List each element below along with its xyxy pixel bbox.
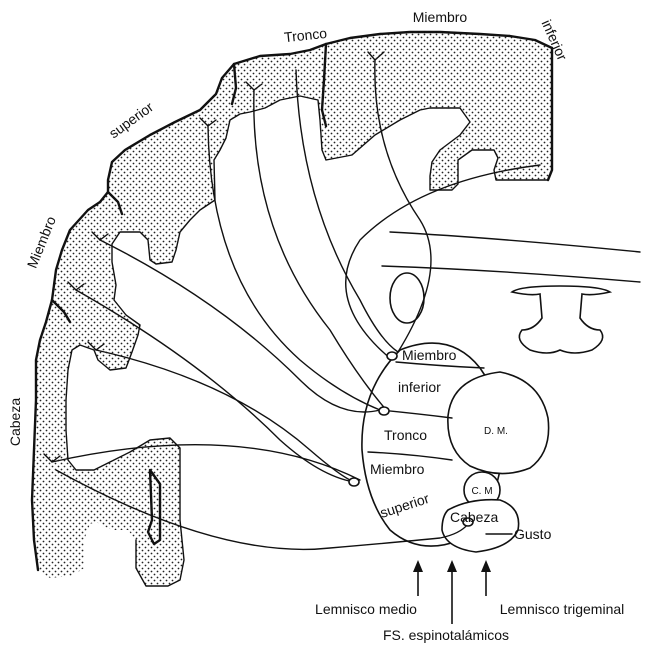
label-tronco-cortex: Tronco bbox=[283, 25, 328, 45]
corpus-callosum-lower bbox=[382, 266, 640, 282]
label-fs-espinotalamicos: FS. espinotalámicos bbox=[383, 627, 509, 643]
label-thal-cabeza: Cabeza bbox=[450, 509, 498, 525]
input-labels: Lemnisco medio FS. espinotalámicos Lemni… bbox=[315, 601, 624, 643]
thalamus-vpm-nucleus bbox=[442, 500, 519, 552]
fiber-superior-b bbox=[100, 240, 380, 412]
fiber-miembro-inferior-b bbox=[346, 165, 540, 360]
arrowhead-lemnisco-trigeminal bbox=[481, 560, 491, 572]
thalamus-dm-nucleus bbox=[448, 372, 549, 474]
label-thal-dm: D. M. bbox=[484, 426, 508, 437]
caudate-nucleus bbox=[390, 273, 424, 323]
label-thal-miembro-superior-1: Miembro bbox=[370, 461, 425, 477]
label-thal-miembro-inferior-2: inferior bbox=[398, 379, 441, 395]
terminal-loop-3 bbox=[349, 478, 359, 486]
arrowhead-lemnisco-medio bbox=[413, 560, 423, 572]
label-gusto: Gusto bbox=[514, 526, 552, 542]
label-lemnisco-medio: Lemnisco medio bbox=[315, 601, 417, 617]
arrowhead-fs-espinotalamicos bbox=[447, 560, 457, 572]
label-lemnisco-trigeminal: Lemnisco trigeminal bbox=[500, 601, 625, 617]
label-thal-cm: C. M bbox=[471, 486, 492, 497]
label-cabeza-cortex: Cabeza bbox=[7, 398, 23, 446]
label-miembro-inferior-cortex: Miembro bbox=[413, 9, 468, 25]
label-thal-tronco: Tronco bbox=[384, 427, 427, 443]
third-ventricle bbox=[512, 286, 610, 353]
label-thal-miembro-inferior-1: Miembro bbox=[402, 347, 457, 363]
terminal-loop-1 bbox=[387, 352, 397, 360]
terminal-loop-2 bbox=[379, 407, 389, 415]
midline-structures bbox=[382, 232, 640, 353]
label-miembro-cortex: Miembro bbox=[24, 214, 59, 271]
